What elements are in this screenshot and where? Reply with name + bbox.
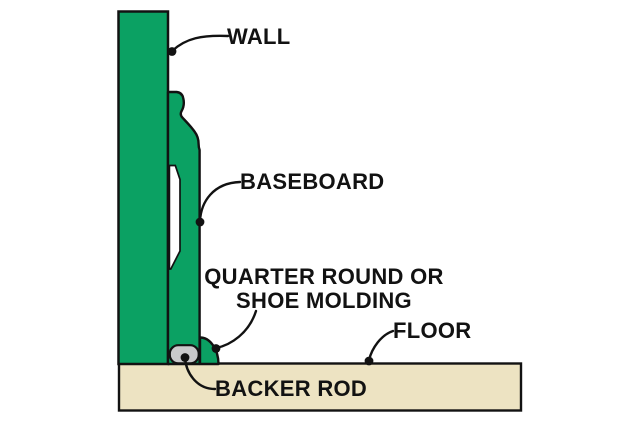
quarter-round-leader-line <box>214 309 258 350</box>
wall-shape <box>117 10 170 366</box>
wall-leader-dot <box>167 47 177 56</box>
quarter-round-label-line1: QUARTER ROUND OR <box>204 264 444 289</box>
floor-leader-dot <box>364 356 374 366</box>
wall-leader-line <box>170 34 230 53</box>
baseboard-highlight <box>168 164 181 270</box>
wall-label: WALL <box>227 24 291 49</box>
baseboard-leader-line <box>198 180 242 223</box>
quarter-round-leader-dot <box>211 344 221 353</box>
baseboard-shape <box>166 90 201 366</box>
floor-leader-line <box>367 329 395 362</box>
floor-label: FLOOR <box>393 318 472 343</box>
baseboard-leader-dot <box>195 217 205 227</box>
backer-rod-leader-dot <box>180 353 190 362</box>
baseboard-label: BASEBOARD <box>240 169 385 194</box>
backer-rod-label: BACKER ROD <box>215 376 368 401</box>
quarter-round-label-line2: SHOE MOLDING <box>236 288 412 313</box>
quarter-round-label: QUARTER ROUND OR SHOE MOLDING <box>204 265 443 313</box>
floor-shape <box>117 362 523 412</box>
leader-dots <box>167 47 374 366</box>
leader-lines <box>170 34 395 391</box>
